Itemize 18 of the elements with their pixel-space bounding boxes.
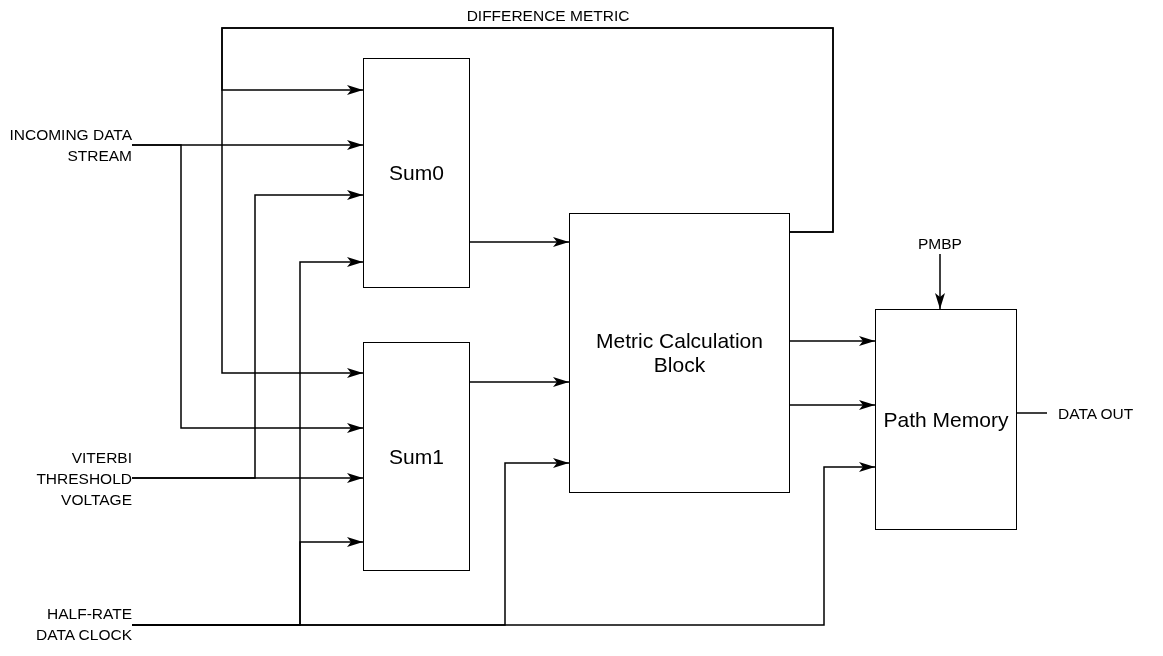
input-label: VITERBI THRESHOLD VOLTAGE [6,446,132,510]
connector-arrow [469,237,570,247]
input-label: INCOMING DATA STREAM [6,113,132,177]
connector-arrow [131,473,364,483]
connector-arrow [469,377,570,387]
connector-arrow [789,336,876,346]
process-box: Metric Calculation Block [569,213,790,493]
input-label: PMBP [908,232,972,254]
connector-arrow [789,400,876,410]
input-label: HALF-RATE DATA CLOCK [6,592,132,656]
process-box: Path Memory [875,309,1017,530]
process-box: Sum1 [363,342,470,571]
connector-arrow [131,144,364,433]
process-box: Sum0 [363,58,470,288]
connector-arrow [221,27,834,378]
output-label: DATA OUT [1047,402,1161,424]
connector-arrow [131,462,876,626]
connector-arrow [935,253,945,310]
